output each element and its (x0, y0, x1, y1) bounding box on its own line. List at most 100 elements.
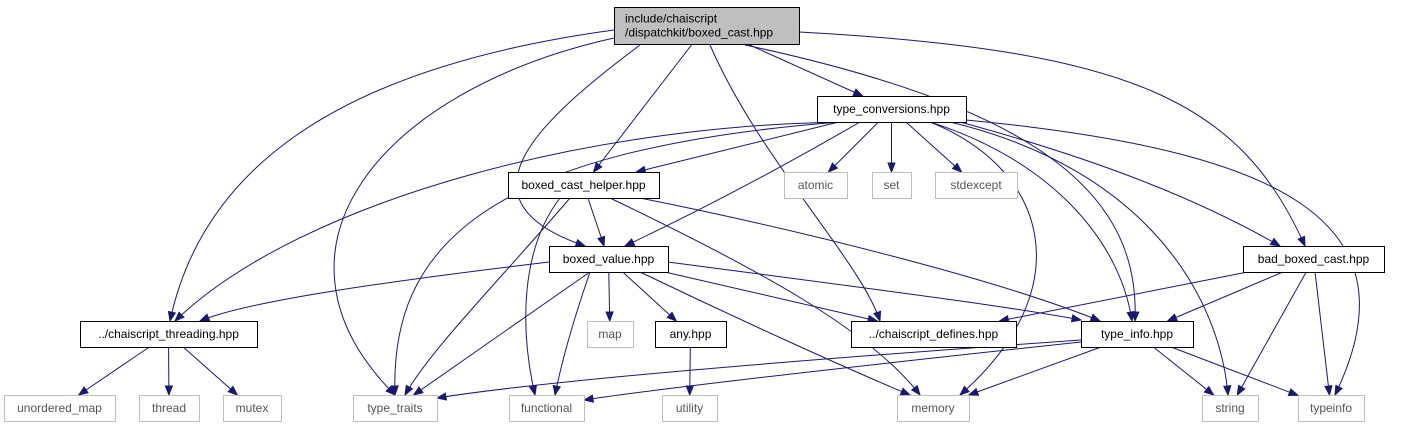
edge-arrowhead (435, 392, 448, 401)
node-label: atomic (798, 178, 833, 192)
edge-line (798, 31, 1306, 247)
edge-boxed_cast_helper-to-memory (609, 197, 921, 397)
node-label: map (598, 327, 622, 341)
node-box (139, 395, 200, 422)
edge-arrowhead (1236, 384, 1246, 397)
node-label: memory (911, 401, 954, 415)
node-box (508, 172, 660, 199)
edge-arrowhead (597, 235, 606, 248)
edge-type_conversions-to-type_info (929, 121, 1135, 323)
node-box (549, 246, 669, 273)
edge-arrowhead (592, 161, 603, 174)
node-box (784, 172, 848, 199)
edge-line (182, 346, 238, 396)
edge-arrowhead (174, 311, 185, 322)
edge-arrowhead (1070, 314, 1083, 323)
edge-line (1314, 271, 1330, 396)
edge-line (199, 261, 550, 322)
edge-boxed_value-to-defines (664, 271, 879, 323)
edge-arrowhead (77, 386, 89, 396)
node-box (1298, 395, 1365, 422)
edge-boxed_cast_helper-to-type_traits (404, 197, 571, 397)
node-memory: memory (897, 395, 970, 422)
edge-arrowhead (1089, 313, 1102, 322)
edge-arrowhead (1334, 384, 1343, 397)
node-box (897, 395, 970, 422)
edge-bad_boxed_cast-to-string (1236, 271, 1307, 397)
node-type-conversions[interactable]: type_conversions.hpp (817, 96, 967, 123)
edge-type_conversions-to-memory (929, 121, 1037, 396)
node-box (80, 321, 258, 348)
node-root[interactable]: include/chaiscript/dispatchkit/boxed_cas… (614, 7, 800, 45)
edge-arrowhead (887, 162, 896, 174)
edge-line (525, 197, 561, 396)
edge-line (828, 121, 879, 173)
edge-arrowhead (1126, 310, 1135, 323)
node-boxed-value[interactable]: boxed_value.hpp (549, 246, 669, 273)
edge-type_conversions-to-string (949, 121, 1232, 397)
edge-boxed_cast_helper-to-boxed_value (587, 197, 606, 248)
edge-type_conversions-to-boxed_cast_helper (634, 121, 839, 174)
edge-line (436, 339, 1082, 399)
node-bad-boxed-cast[interactable]: bad_boxed_cast.hpp (1243, 246, 1385, 273)
edge-line (929, 121, 1133, 322)
edge-arrowhead (390, 385, 399, 397)
node-string: string (1202, 395, 1259, 422)
node-defines[interactable]: ../chaiscript_defines.hpp (851, 321, 1017, 348)
edge-line (609, 197, 921, 396)
node-box (223, 395, 282, 422)
edge-type_conversions-to-stdexcept (905, 121, 963, 173)
edge-line (394, 121, 841, 396)
edge-arrowhead (1324, 385, 1333, 397)
edge-arrowhead (623, 238, 636, 247)
node-label: include/chaiscript (625, 12, 718, 26)
edge-type_info-to-typeinfo (1170, 346, 1300, 396)
edge-line (949, 121, 1229, 396)
node-label: /dispatchkit/boxed_cast.hpp (625, 26, 773, 40)
edge-line (78, 346, 150, 396)
edge-line (404, 197, 571, 396)
edge-line (516, 44, 641, 247)
edge-bad_boxed_cast-to-typeinfo (1314, 271, 1333, 397)
node-box (851, 321, 1017, 348)
edges-layer (77, 29, 1360, 403)
edge-type_info-to-string (1153, 346, 1215, 396)
edge-arrowhead (899, 387, 912, 396)
edge-type_info-to-memory (967, 346, 1102, 396)
edge-line (554, 271, 591, 396)
edge-line (929, 121, 1037, 396)
edge-arrowhead (685, 385, 695, 397)
node-box (1202, 395, 1259, 422)
edge-arrowhead (552, 384, 562, 397)
edge-line (583, 341, 1082, 401)
edge-bad_boxed_cast-to-type_info (1166, 271, 1284, 322)
edge-arrowhead (404, 384, 414, 397)
node-functional: functional (509, 395, 585, 422)
node-label: type_traits (367, 401, 422, 415)
edge-line (1170, 346, 1299, 396)
edge-line (639, 197, 1101, 322)
node-label: set (883, 178, 900, 192)
node-any[interactable]: any.hpp (655, 321, 727, 348)
edge-type_conversions-to-typeinfo (965, 119, 1360, 397)
node-boxed-cast-helper[interactable]: boxed_cast_helper.hpp (508, 172, 660, 199)
edge-line (667, 261, 1082, 321)
node-mutex: mutex (223, 395, 282, 422)
edge-arrowhead (167, 310, 177, 323)
edge-arrowhead (852, 88, 864, 97)
node-threading[interactable]: ../chaiscript_threading.hpp (80, 321, 258, 348)
edge-arrowhead (967, 387, 980, 396)
node-box (614, 7, 800, 45)
node-type-info[interactable]: type_info.hpp (1081, 321, 1194, 348)
node-utility: utility (662, 395, 718, 422)
edge-type_conversions-to-bad_boxed_cast (959, 121, 1282, 247)
edge-root-to-bad_boxed_cast (798, 31, 1306, 248)
node-map: map (587, 321, 634, 348)
edge-line (747, 43, 863, 97)
edge-boxed_value-to-memory (639, 271, 912, 396)
edge-line (636, 121, 839, 173)
edge-bad_boxed_cast-to-defines (998, 271, 1248, 324)
edge-threading-to-thread (164, 346, 174, 397)
edge-line (664, 271, 878, 322)
edge-boxed_value-to-functional (552, 271, 591, 397)
